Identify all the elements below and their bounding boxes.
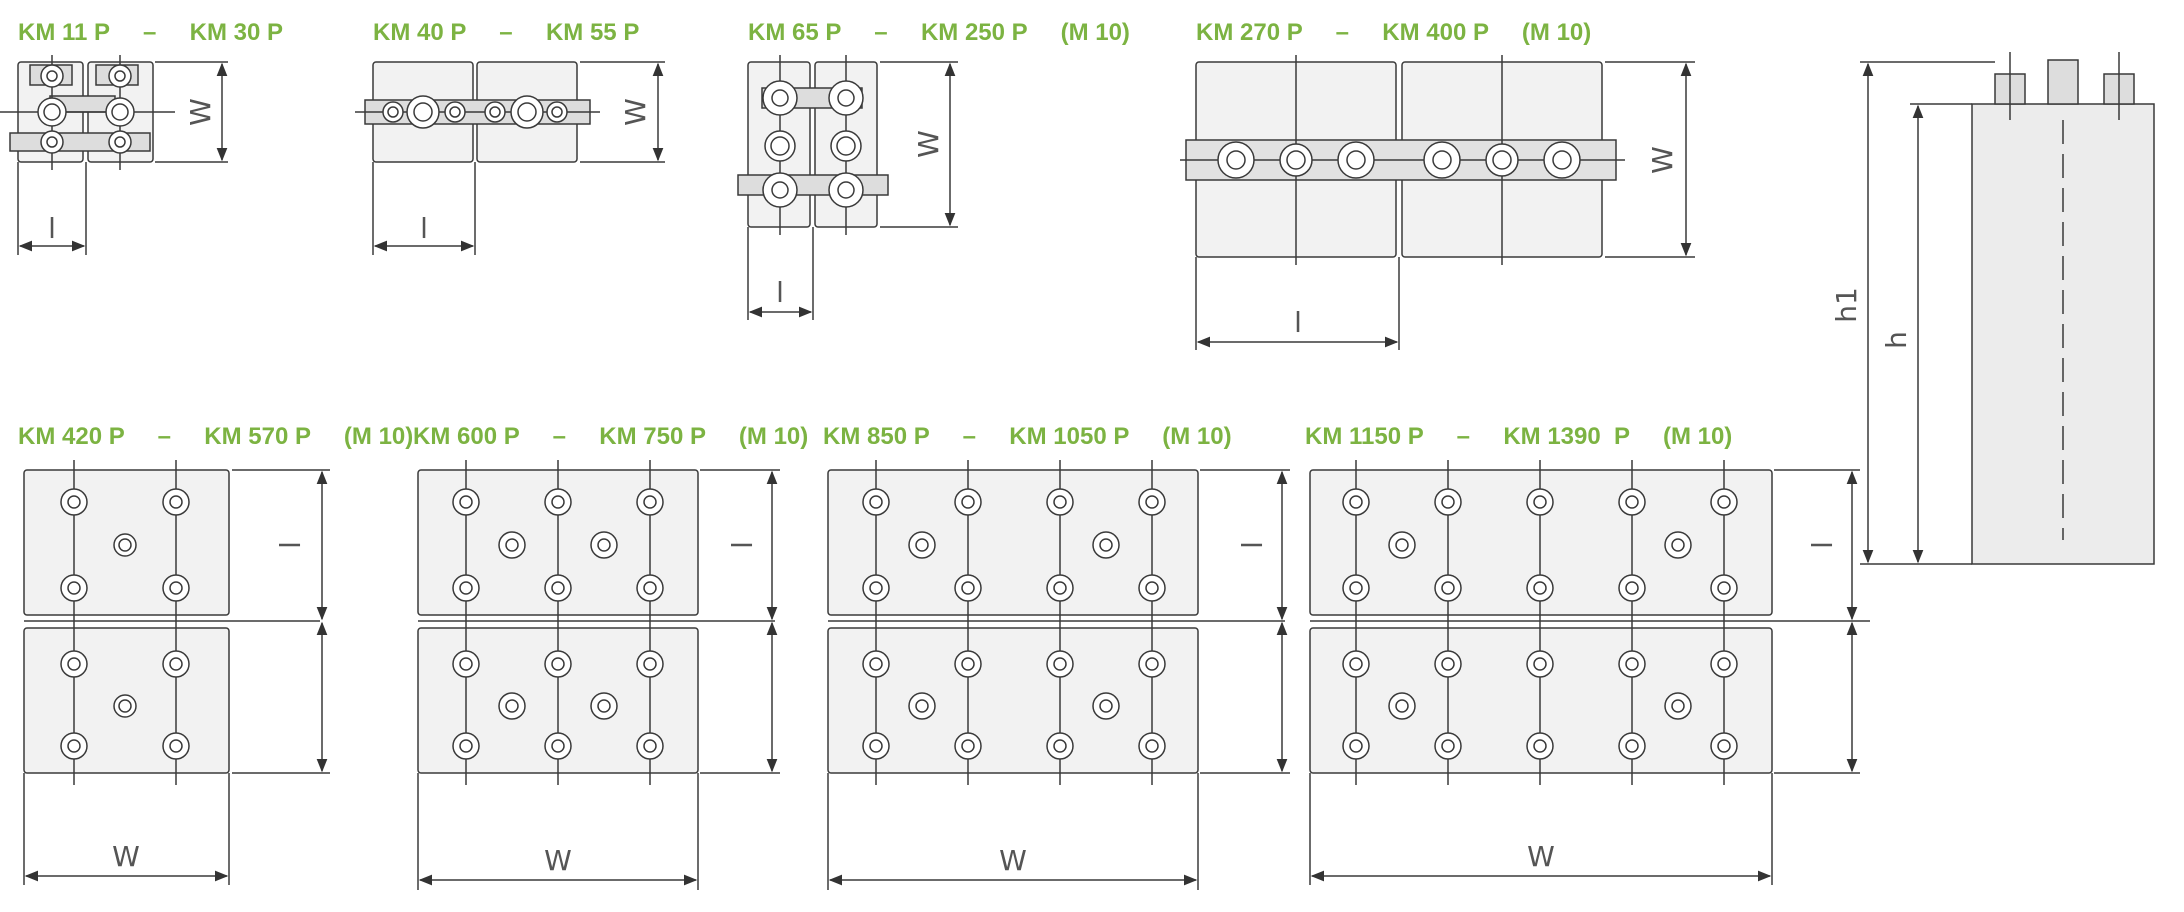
dim-w-g2: W — [619, 98, 652, 126]
drawing-g5 — [23, 460, 330, 885]
title-g8: KM 1150 P – KM 1390 P (M 10) — [1305, 423, 1732, 450]
dim-w-g6: W — [544, 844, 572, 877]
dim-w-g1: W — [184, 98, 217, 126]
dim-l-g6: l — [726, 541, 759, 549]
drawing-g2 — [355, 61, 665, 255]
drawing-g6 — [417, 460, 780, 890]
dim-w-g7: W — [999, 844, 1027, 877]
title-g2: KM 40 P – KM 55 P — [373, 19, 639, 46]
dim-l-g5: l — [274, 541, 307, 549]
dim-w-g4: W — [1646, 146, 1679, 174]
title-g4: KM 270 P – KM 400 P (M 10) — [1196, 19, 1591, 46]
dim-l-g1: l — [48, 212, 56, 245]
drawing-g7 — [827, 460, 1290, 890]
drawing-g8 — [1309, 460, 1870, 885]
drawing-g3 — [737, 55, 958, 320]
side-view — [1860, 52, 2155, 565]
dim-l-g4: l — [1294, 306, 1302, 339]
dim-l-g8: l — [1806, 541, 1839, 549]
dim-w-g3: W — [912, 130, 945, 158]
dim-l-g7: l — [1236, 541, 1269, 549]
dim-w-g5: W — [112, 840, 140, 873]
dim-l-g3: l — [776, 276, 784, 309]
drawing-g4 — [1180, 55, 1695, 350]
title-g6: KM 600 P – KM 750 P (M 10) — [413, 423, 808, 450]
title-g7: KM 850 P – KM 1050 P (M 10) — [823, 423, 1232, 450]
title-g3: KM 65 P – KM 250 P (M 10) — [748, 19, 1130, 46]
dim-w-g8: W — [1527, 840, 1555, 873]
title-g1: KM 11 P – KM 30 P — [18, 19, 283, 46]
dim-h-side: h — [1880, 331, 1913, 349]
drawing-g1 — [0, 55, 228, 255]
dim-h1-side: h1 — [1830, 287, 1863, 323]
title-g5: KM 420 P – KM 570 P (M 10) — [18, 423, 413, 450]
dim-l-g2: l — [420, 212, 428, 245]
